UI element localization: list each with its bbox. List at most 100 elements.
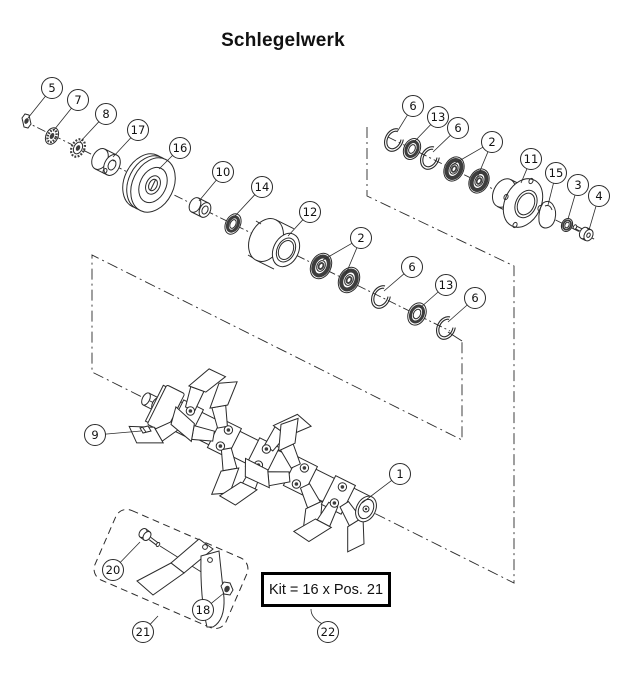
flail-bolt-center (294, 482, 299, 486)
callout-number: 6 (454, 121, 461, 135)
part-spacer-10 (188, 197, 212, 218)
callout-balloon (464, 287, 486, 309)
callout-leader (413, 124, 431, 143)
callout-leader (112, 137, 132, 158)
callout-number: 15 (549, 166, 564, 180)
callout-leader (547, 183, 554, 206)
callout-balloon (447, 117, 469, 139)
callout-8: 8 (79, 103, 117, 143)
axis-lines (21, 119, 597, 332)
callout-number: 10 (216, 165, 231, 179)
callout-balloon (299, 201, 321, 223)
callout-leader (322, 242, 353, 261)
callout-balloon (212, 161, 234, 183)
callout-leader (105, 430, 142, 435)
callout-number: 6 (471, 291, 478, 305)
callout-leader (567, 194, 576, 220)
flail-bolt-center (226, 428, 231, 432)
flail-paddle (244, 457, 270, 489)
part-key-9 (139, 425, 152, 434)
callout-21: 21 (132, 615, 159, 643)
callout-6: 6 (383, 256, 423, 292)
callout-balloon (567, 174, 589, 196)
callout-6: 6 (396, 95, 424, 133)
callout-number: 20 (106, 563, 121, 577)
callout-leader (419, 291, 439, 309)
callout-14: 14 (234, 176, 273, 217)
flail-paddle (292, 518, 333, 543)
flail-bolt-center (332, 501, 337, 505)
callout-1: 1 (361, 463, 411, 504)
flail-bolt-center (340, 485, 345, 489)
callout-number: 8 (102, 107, 109, 121)
callout-number: 16 (173, 141, 188, 155)
callout-number: 7 (74, 93, 81, 107)
callout-balloon (192, 599, 214, 621)
callout-leader (310, 608, 322, 624)
callout-leader (383, 273, 405, 292)
callout-leader (396, 114, 408, 133)
part-nut-18 (220, 581, 234, 596)
callout-number: 21 (136, 625, 151, 639)
callout-number: 4 (595, 189, 602, 203)
callout-6: 6 (432, 117, 469, 153)
callout-number: 9 (91, 428, 98, 442)
callout-number: 14 (255, 180, 270, 194)
callout-number: 11 (524, 152, 539, 166)
callout-balloon (481, 131, 503, 153)
callout-number: 2 (488, 135, 495, 149)
part-snap-ring-6d (419, 146, 441, 170)
flail-paddle (128, 425, 165, 444)
callout-leader (234, 194, 256, 217)
callout-balloon (389, 463, 411, 485)
callout-9: 9 (84, 424, 142, 446)
callout-2: 2 (322, 227, 372, 277)
callout-balloon (67, 89, 89, 111)
callout-2: 2 (451, 131, 503, 179)
part-bearing-2b (337, 266, 361, 294)
flail-paddle (347, 516, 365, 553)
callout-3: 3 (567, 174, 589, 220)
callout-leader (120, 541, 141, 563)
callout-number: 17 (131, 123, 146, 137)
callout-number: 2 (357, 231, 364, 245)
callout-number: 13 (439, 278, 454, 292)
callout-number: 3 (574, 178, 581, 192)
callout-11: 11 (520, 148, 542, 184)
part-bearing-2c (443, 156, 465, 182)
callout-balloon (545, 162, 567, 184)
kit-note-text: Kit = 16 x Pos. 21 (268, 581, 384, 598)
flail-paddle (218, 481, 258, 506)
callout-leader (210, 592, 225, 604)
flail-rotor-assembly (128, 368, 377, 553)
callout-balloon (350, 227, 372, 249)
part-seal-13b (402, 138, 422, 160)
callout-number: 18 (196, 603, 211, 617)
flail-kit-group (93, 508, 249, 630)
kit-note-box: Kit = 16 x Pos. 21 (261, 572, 391, 607)
callout-10: 10 (198, 161, 234, 202)
part-pulley-16 (122, 153, 176, 213)
callout-13: 13 (413, 106, 449, 143)
part-locknut-7 (44, 127, 60, 145)
flail-station (292, 475, 365, 553)
callout-balloon (127, 119, 149, 141)
callout-leader (432, 135, 451, 153)
part-bearing-2d (468, 168, 490, 194)
callout-leader (588, 205, 597, 231)
flail-paddle (187, 368, 227, 393)
callout-balloon (401, 256, 423, 278)
page-title: Schlegelwerk (221, 30, 345, 51)
flail-paddle (170, 405, 195, 443)
part-tooth-washer-8 (69, 138, 87, 158)
callout-leader (361, 480, 392, 504)
callout-number: 12 (303, 205, 318, 219)
callout-leader (344, 247, 358, 277)
callout-leader (27, 95, 46, 119)
part-flail-blade-left (136, 538, 214, 596)
part-snap-ring-6b (435, 316, 457, 340)
callout-number: 22 (321, 625, 336, 639)
callout-leader (447, 304, 468, 323)
callout-15: 15 (545, 162, 567, 206)
